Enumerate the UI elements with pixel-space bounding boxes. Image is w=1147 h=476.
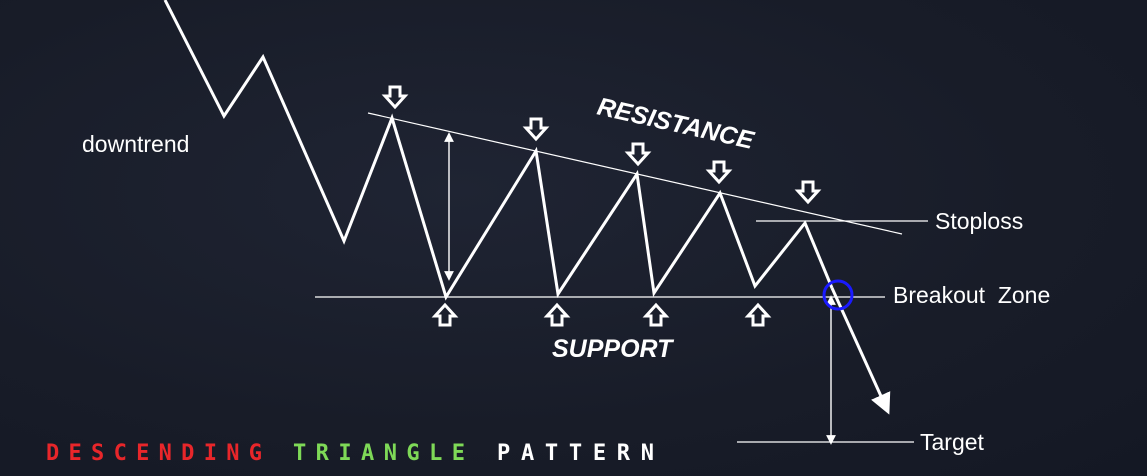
target-label: Target: [920, 429, 985, 455]
breakout-circle-icon: [822, 279, 854, 311]
support-markers: [431, 302, 772, 327]
arrow-down-outline-icon: [705, 160, 733, 185]
breakout-zone-label: Breakout Zone: [893, 282, 1050, 308]
title-word-descending: DESCENDING: [46, 441, 262, 466]
arrow-up-outline-icon: [543, 302, 571, 327]
arrow-down-outline-icon: [381, 85, 409, 110]
support-label: SUPPORT: [552, 335, 675, 363]
arrow-up-outline-icon: [744, 302, 772, 327]
stoploss-label: Stoploss: [935, 208, 1023, 234]
price-path: [163, 0, 834, 301]
breakdown-arrow: [830, 287, 891, 415]
arrow-down-outline-icon: [794, 180, 822, 205]
resistance-label: RESISTANCE: [595, 93, 758, 156]
title-word-pattern: PATTERN: [497, 441, 654, 466]
downtrend-label: downtrend: [82, 131, 189, 157]
arrow-up-outline-icon: [642, 302, 670, 327]
resistance-markers: [381, 85, 822, 205]
arrow-down-outline-icon: [522, 117, 550, 142]
title-word-triangle: TRIANGLE: [293, 441, 465, 466]
arrow-up-outline-icon: [431, 302, 459, 327]
arrow-down-outline-icon: [624, 142, 652, 167]
resistance-line: [367, 112, 903, 235]
